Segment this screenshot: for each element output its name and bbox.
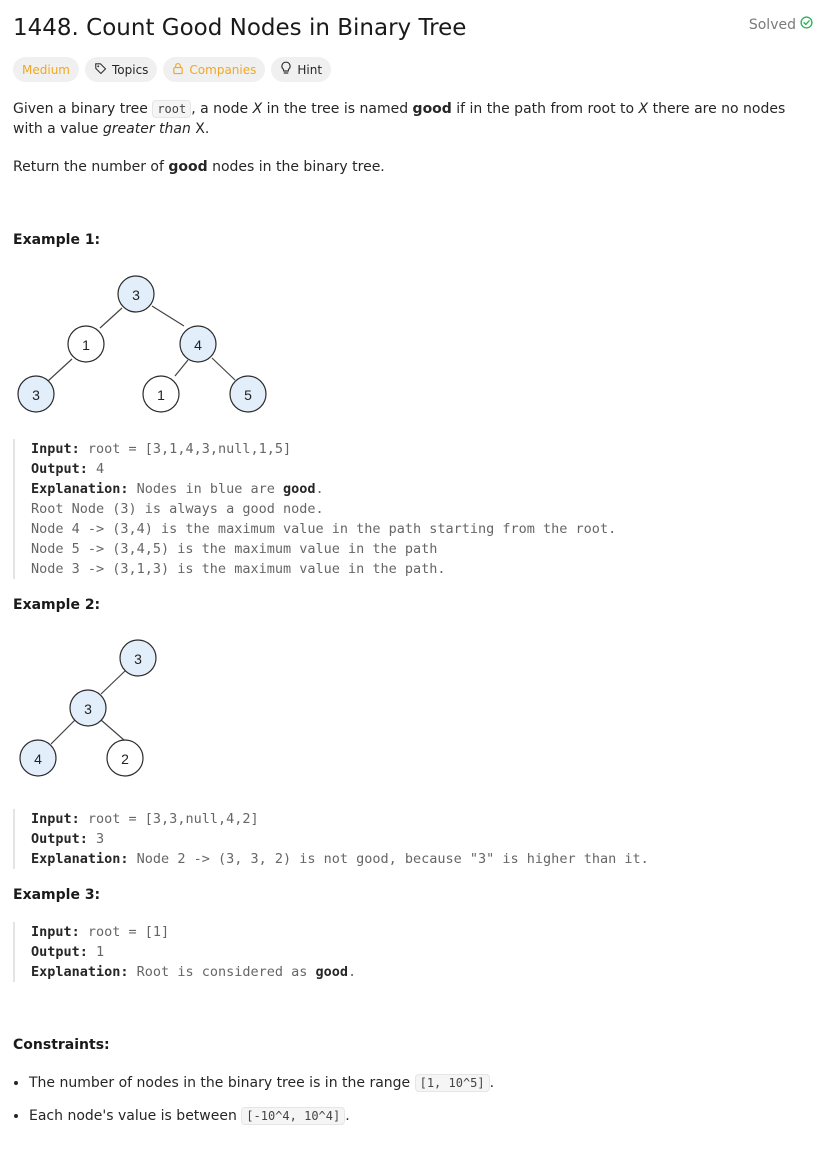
italic-x: X (638, 101, 649, 117)
example-1-heading: Example 1: (13, 232, 101, 248)
text-segment: in the tree is named (262, 101, 413, 117)
description-paragraph-1: Given a binary tree root, a node X in th… (13, 99, 813, 139)
problem-title: 1448. Count Good Nodes in Binary Tree (13, 15, 467, 41)
example-1-code-block: Input: root = [3,1,4,3,null,1,5] Output: … (13, 439, 616, 579)
text-segment: there are no nodes with a value (13, 101, 786, 137)
example-3-heading: Example 3: (13, 887, 101, 903)
text-segment: , a node (191, 101, 253, 117)
text-segment: Return the number of (13, 159, 169, 175)
svg-text:5: 5 (244, 387, 252, 403)
input-line: Input: root = [3,3,null,4,2] (31, 811, 259, 827)
explanation-detail-line: Root Node (3) is always a good node. (31, 501, 324, 517)
explanation-detail-line: Node 5 -> (3,4,5) is the maximum value i… (31, 541, 438, 557)
example-2-heading: Example 2: (13, 597, 101, 613)
svg-text:4: 4 (194, 337, 202, 353)
difficulty-badge[interactable]: Medium (13, 57, 79, 82)
constraint-item: The number of nodes in the binary tree i… (29, 1073, 494, 1093)
hint-label: Hint (297, 62, 323, 77)
constraints-list: The number of nodes in the binary tree i… (13, 1073, 494, 1139)
bold-good: good (168, 159, 208, 175)
tag-bar: Medium Topics Companies Hint (13, 57, 332, 82)
svg-text:3: 3 (32, 387, 40, 403)
tree-node: 2 (106, 739, 144, 777)
svg-text:2: 2 (121, 751, 129, 767)
tree-node-good: 3 (119, 639, 157, 677)
inline-code: root (152, 100, 192, 118)
explanation-detail-line: Node 3 -> (3,1,3) is the maximum value i… (31, 561, 446, 577)
input-line: Input: root = [1] (31, 924, 170, 940)
tree-node-good: 5 (229, 375, 267, 413)
tree-node: 1 (67, 325, 105, 363)
italic-x: X (252, 101, 263, 117)
italic-greater-than: greater than (102, 121, 191, 137)
output-line: Output: 3 (31, 831, 105, 847)
tree-node-good: 4 (19, 739, 57, 777)
text-segment: X. (190, 121, 210, 137)
tree-node-good: 3 (69, 689, 107, 727)
inline-code: [-10^4, 10^4] (241, 1107, 346, 1125)
companies-button[interactable]: Companies (163, 57, 266, 82)
example-2-code-block: Input: root = [3,3,null,4,2] Output: 3 Exp… (13, 809, 649, 869)
example-1-tree-diagram: 3 1 4 3 1 5 (17, 275, 267, 413)
output-line: Output: 1 (31, 944, 105, 960)
text-segment: if in the path from root to (451, 101, 639, 117)
svg-text:4: 4 (34, 751, 42, 767)
constraints-heading: Constraints: (13, 1037, 110, 1053)
tree-node: 1 (142, 375, 180, 413)
svg-text:3: 3 (134, 651, 142, 667)
solved-status: Solved (749, 16, 813, 33)
output-line: Output: 4 (31, 461, 105, 477)
topics-label: Topics (111, 62, 149, 77)
svg-text:3: 3 (132, 287, 140, 303)
tree-node-good: 3 (17, 375, 55, 413)
companies-label: Companies (189, 62, 257, 77)
tag-icon (94, 62, 107, 78)
topics-button[interactable]: Topics (84, 57, 158, 82)
lock-icon (172, 62, 184, 78)
input-line: Input: root = [3,1,4,3,null,1,5] (31, 441, 292, 457)
description-paragraph-2: Return the number of good nodes in the b… (13, 157, 385, 177)
inline-code: [1, 10^5] (414, 1074, 490, 1092)
text-segment: nodes in the binary tree. (207, 159, 385, 175)
constraint-item: Each node's value is between [-10^4, 10^… (29, 1106, 494, 1126)
text-segment: Given a binary tree (13, 101, 153, 117)
solved-label: Solved (748, 16, 796, 33)
hint-button[interactable]: Hint (271, 57, 332, 82)
example-2-tree-diagram: 3 3 4 2 (19, 639, 157, 777)
tree-node-good: 3 (117, 275, 155, 313)
tree-node-good: 4 (179, 325, 217, 363)
svg-text:1: 1 (157, 387, 165, 403)
explanation-line: Explanation: Nodes in blue are good. (31, 481, 324, 497)
svg-text:3: 3 (84, 701, 92, 717)
bold-good: good (412, 101, 452, 117)
difficulty-label: Medium (22, 62, 70, 77)
explanation-detail-line: Node 4 -> (3,4) is the maximum value in … (31, 521, 617, 537)
check-circle-icon (800, 16, 813, 33)
svg-text:1: 1 (82, 337, 90, 353)
explanation-line: Explanation: Root is considered as good. (31, 964, 357, 980)
lightbulb-icon (280, 61, 292, 78)
example-3-code-block: Input: root = [1] Output: 1 Explanation: R… (13, 922, 356, 982)
explanation-line: Explanation: Node 2 -> (3, 3, 2) is not … (31, 851, 649, 867)
